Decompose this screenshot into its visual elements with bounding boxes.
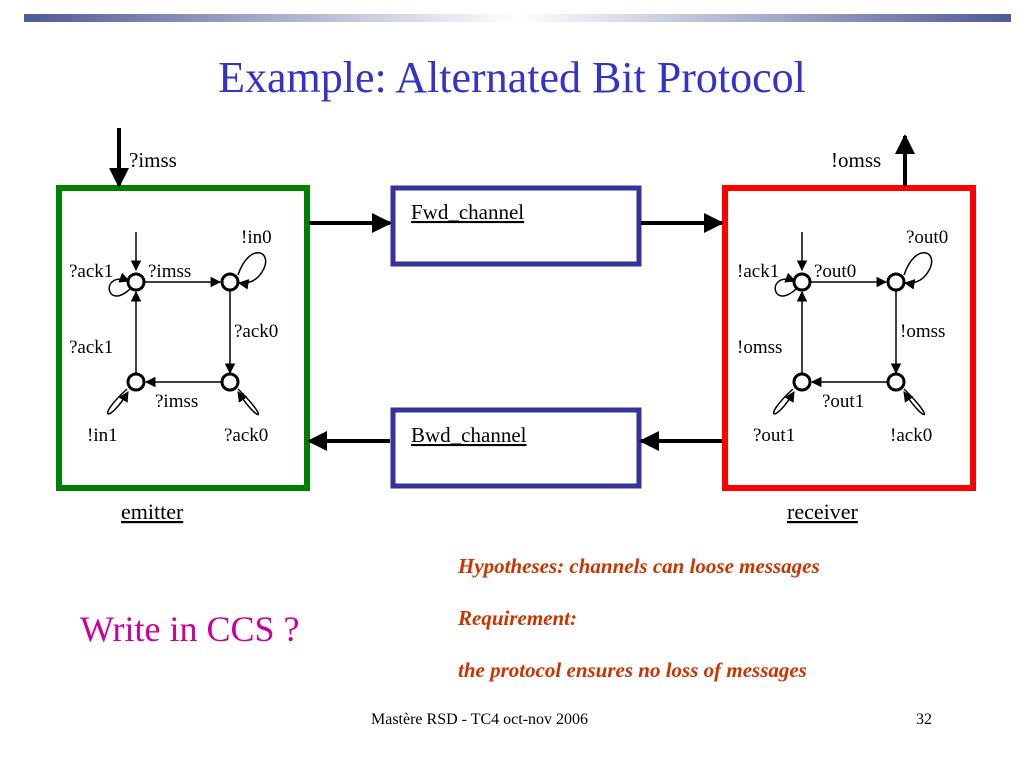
emitter-label-loop-bl: !in1 xyxy=(87,425,118,446)
emitter-label-top-edge: ?imss xyxy=(148,261,191,282)
receiver-state-bottom-right xyxy=(886,372,906,392)
receiver-label-top-left: !ack1 xyxy=(737,261,779,282)
question-text: Write in CCS ? xyxy=(80,609,300,649)
top-decorative-bar xyxy=(24,14,1011,22)
emitter-state-top-right xyxy=(220,272,240,292)
requirement-text: the protocol ensures no loss of messages xyxy=(458,658,807,682)
slide-title: Example: Alternated Bit Protocol xyxy=(218,53,806,102)
emitter-caption: emitter xyxy=(121,499,184,524)
receiver-state-bottom-left xyxy=(792,372,812,392)
receiver-label-left-edge: !omss xyxy=(737,337,782,358)
fwd-channel-box xyxy=(390,185,642,267)
receiver-label-right-edge: !omss xyxy=(900,321,945,342)
receiver-label-loop-bl: ?out1 xyxy=(753,425,795,446)
emitter-automaton xyxy=(107,232,267,416)
emitter-state-bottom-right xyxy=(220,372,240,392)
bwd-channel-label: Bwd_channel xyxy=(411,423,527,447)
emitter-label-right-edge: ?ack0 xyxy=(234,321,278,342)
output-label: !omss xyxy=(831,148,881,172)
receiver-label-loop-tr: ?out0 xyxy=(906,227,948,248)
hypotheses-line: Hypotheses: channels can loose messages xyxy=(458,554,820,578)
receiver-state-top-right xyxy=(886,272,906,292)
emitter-state-top-left xyxy=(126,272,146,292)
input-label: ?imss xyxy=(129,148,177,172)
footer-course: Mastère RSD - TC4 oct-nov 2006 xyxy=(371,711,589,728)
requirement-heading: Requirement: xyxy=(458,606,577,630)
bwd-channel-box xyxy=(390,407,642,489)
receiver-state-top-left xyxy=(792,272,812,292)
receiver-label-loop-br: !ack0 xyxy=(890,425,932,446)
receiver-caption: receiver xyxy=(787,499,858,524)
emitter-label-top-left: ?ack1 xyxy=(69,261,113,282)
receiver-label-top-edge: ?out0 xyxy=(814,261,856,282)
receiver-label-bottom-edge: ?out1 xyxy=(822,391,864,412)
emitter-state-bottom-left xyxy=(126,372,146,392)
receiver-box xyxy=(722,185,976,491)
receiver-automaton xyxy=(773,232,933,416)
emitter-label-left-edge: ?ack1 xyxy=(69,337,113,358)
emitter-label-bottom-edge: ?imss xyxy=(155,391,198,412)
emitter-label-loop-tr: !in0 xyxy=(241,227,272,248)
emitter-box xyxy=(56,185,310,491)
emitter-label-loop-br: ?ack0 xyxy=(224,425,268,446)
footer-page-number: 32 xyxy=(916,711,932,728)
fwd-channel-label: Fwd_channel xyxy=(411,200,524,224)
